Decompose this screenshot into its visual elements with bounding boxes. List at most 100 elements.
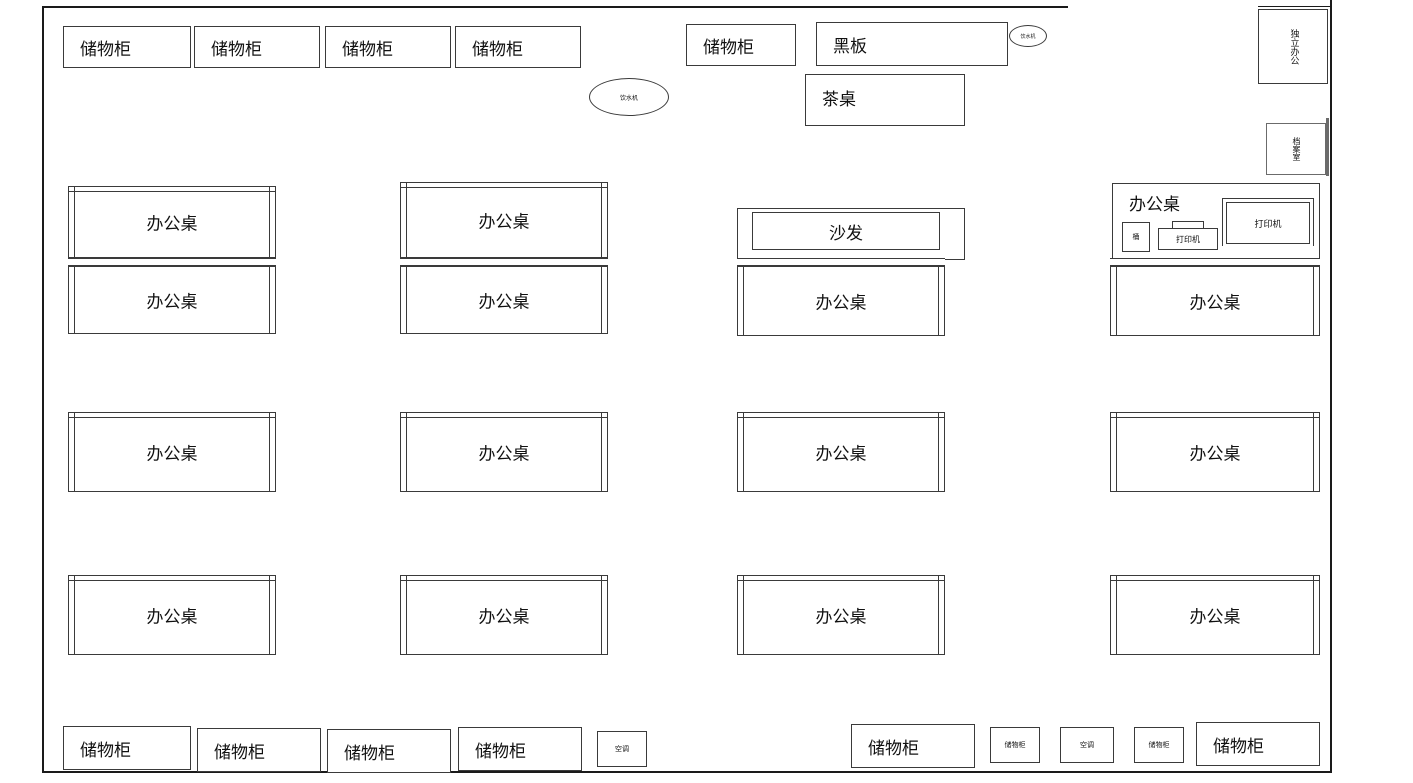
air-conditioner-bottom-right[interactable]: 空调 xyxy=(1060,727,1114,763)
cabinet-bottom-2[interactable]: 储物柜 xyxy=(197,728,321,772)
cabinet-label: 储物柜 xyxy=(475,741,526,762)
blackboard[interactable]: 黑板 xyxy=(816,22,1008,66)
desk-r1c4[interactable]: 办公桌 xyxy=(1110,266,1320,336)
desk-rail-right xyxy=(938,413,939,491)
desk-rail-right xyxy=(601,413,602,491)
cabinet-top-2[interactable]: 储物柜 xyxy=(194,26,320,68)
desk-label: 办公桌 xyxy=(478,212,530,233)
water-dispenser-icon-small[interactable]: 饮水机 xyxy=(1009,25,1047,47)
tea-table[interactable]: 茶桌 xyxy=(805,74,965,126)
printer-label: 打印机 xyxy=(1254,219,1282,230)
desk-r3c3[interactable]: 办公桌 xyxy=(737,575,945,655)
cabinet-bottom-6[interactable]: 储物柜 xyxy=(990,727,1040,763)
printer-lid-1 xyxy=(1172,221,1204,229)
desk-rail-top xyxy=(69,191,275,192)
desk-r1c2-bottom[interactable]: 办公桌 xyxy=(400,266,608,334)
desk-label: 办公桌 xyxy=(478,292,530,313)
desk-rail-left xyxy=(74,413,75,491)
printer-label: 打印机 xyxy=(1176,234,1200,244)
desk-rail-right xyxy=(601,183,602,257)
room-archive[interactable]: 档案室 xyxy=(1266,123,1326,175)
desk-label: 办公桌 xyxy=(815,607,867,628)
desk-r2c4[interactable]: 办公桌 xyxy=(1110,412,1320,492)
cabinet-top-1[interactable]: 储物柜 xyxy=(63,26,191,68)
desk-r3c4[interactable]: 办公桌 xyxy=(1110,575,1320,655)
cabinet-label: 储物柜 xyxy=(344,743,395,764)
desk-label: 办公桌 xyxy=(815,444,867,465)
desk-rail-left xyxy=(406,576,407,654)
water-dispenser-label: 饮水机 xyxy=(1020,33,1036,40)
desk-rail-right xyxy=(1313,413,1314,491)
desk-rail-right xyxy=(938,576,939,654)
room-label: 独立办公 xyxy=(1288,28,1299,65)
desk-rail-right xyxy=(938,267,939,335)
cabinet-bottom-3[interactable]: 储物柜 xyxy=(327,729,451,773)
desk-r2c3[interactable]: 办公桌 xyxy=(737,412,945,492)
desk-r1c2-top[interactable]: 办公桌 xyxy=(400,182,608,258)
printer-1[interactable]: 打印机 xyxy=(1158,228,1218,250)
air-conditioner-bottom-left[interactable]: 空调 xyxy=(597,731,647,767)
cabinet-label: 储物柜 xyxy=(80,39,131,60)
desk-r3c1[interactable]: 办公桌 xyxy=(68,575,276,655)
desk-label: 办公桌 xyxy=(146,607,198,628)
wall-right xyxy=(1330,0,1332,773)
desk-rail-top xyxy=(1111,580,1319,581)
cabinet-label: 储物柜 xyxy=(868,738,919,759)
waste-bin[interactable]: 桶 xyxy=(1122,222,1150,252)
cabinet-bottom-4[interactable]: 储物柜 xyxy=(458,727,582,771)
desk-r1c1-bottom[interactable]: 办公桌 xyxy=(68,266,276,334)
cabinet-bottom-1[interactable]: 储物柜 xyxy=(63,726,191,770)
desk-label: 办公桌 xyxy=(1189,293,1241,314)
desk-rail-top xyxy=(69,417,275,418)
printer-2[interactable]: 打印机 xyxy=(1226,202,1310,244)
cabinet-top-4[interactable]: 储物柜 xyxy=(455,26,581,68)
desk-divider-r1c3 xyxy=(737,258,945,266)
desk-rail-top xyxy=(401,580,607,581)
cabinet-bottom-7[interactable]: 储物柜 xyxy=(1134,727,1184,763)
wall-left xyxy=(42,6,44,773)
tea-table-label: 茶桌 xyxy=(822,90,856,110)
cabinet-top-3[interactable]: 储物柜 xyxy=(325,26,451,68)
sofa[interactable]: 沙发 xyxy=(752,212,940,250)
desk-rail-right xyxy=(601,267,602,333)
cabinet-label: 储物柜 xyxy=(211,39,262,60)
desk-rail-top xyxy=(401,417,607,418)
desk-rail-right xyxy=(269,413,270,491)
water-dispenser-icon-large[interactable]: 饮水机 xyxy=(589,78,669,116)
cabinet-label: 储物柜 xyxy=(1004,741,1026,749)
desk-rail-left xyxy=(1116,413,1117,491)
desk-label: 办公桌 xyxy=(1189,444,1241,465)
desk-rail-left xyxy=(74,267,75,333)
desk-r2c1[interactable]: 办公桌 xyxy=(68,412,276,492)
cabinet-label: 储物柜 xyxy=(472,39,523,60)
desk-rail-top xyxy=(69,580,275,581)
desk-r1c1-top[interactable]: 办公桌 xyxy=(68,186,276,258)
wall-top-right-stub xyxy=(1258,6,1332,7)
cabinet-bottom-5[interactable]: 储物柜 xyxy=(851,724,975,768)
desk-label: 办公桌 xyxy=(478,444,530,465)
cabinet-label: 储物柜 xyxy=(1213,736,1264,757)
wall-top xyxy=(42,6,1068,8)
desk-label: 办公桌 xyxy=(815,293,867,314)
desk-rail-left xyxy=(743,576,744,654)
desk-rail-right xyxy=(1313,576,1314,654)
cabinet-label: 储物柜 xyxy=(1148,741,1170,749)
sofa-label: 沙发 xyxy=(829,223,863,244)
air-conditioner-label: 空调 xyxy=(1080,741,1094,749)
desk-rail-top xyxy=(401,187,607,188)
desk-rail-left xyxy=(1116,267,1117,335)
printer-bench-title: 办公桌 xyxy=(1129,195,1180,215)
desk-r3c2[interactable]: 办公桌 xyxy=(400,575,608,655)
desk-r1c3[interactable]: 办公桌 xyxy=(737,266,945,336)
desk-r2c2[interactable]: 办公桌 xyxy=(400,412,608,492)
blackboard-label: 黑板 xyxy=(833,36,867,57)
desk-divider-r1c1 xyxy=(68,258,276,266)
room-independent-office[interactable]: 独立办公 xyxy=(1258,9,1328,84)
desk-rail-left xyxy=(74,576,75,654)
cabinet-bottom-8[interactable]: 储物柜 xyxy=(1196,722,1320,766)
cabinet-label: 储物柜 xyxy=(214,742,265,763)
cabinet-top-5[interactable]: 储物柜 xyxy=(686,24,796,66)
desk-label: 办公桌 xyxy=(146,444,198,465)
room-label: 档案室 xyxy=(1292,137,1301,161)
